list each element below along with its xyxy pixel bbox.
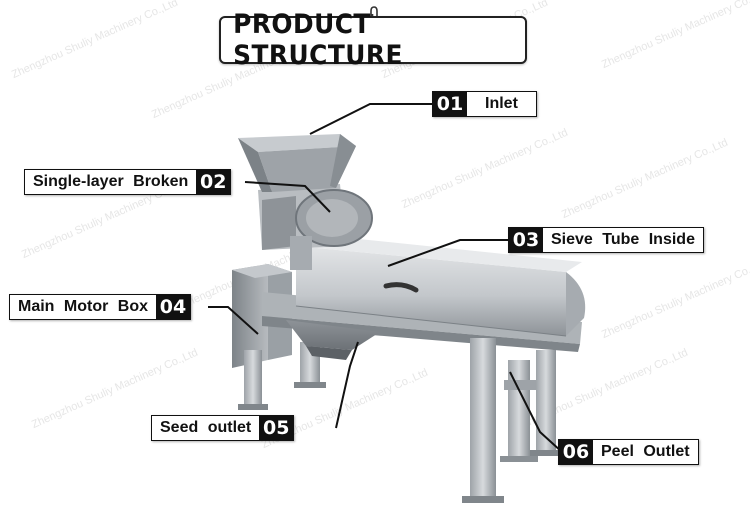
callout-label: Sieve Tube Inside <box>551 231 695 248</box>
callout-label: Main Motor Box <box>18 298 148 315</box>
leader-line-seed <box>335 341 359 429</box>
callout-seed-outlet: Seed outlet 05 <box>151 415 295 441</box>
inlet-hopper <box>238 134 356 192</box>
front-legs <box>462 338 562 503</box>
callout-inlet: 01 Inlet <box>432 91 537 117</box>
callout-number: 06 <box>559 440 593 464</box>
callout-number: 02 <box>196 170 231 194</box>
callout-number: 04 <box>156 295 190 319</box>
callout-label: Single-layer Broken <box>33 173 189 190</box>
callout-number: 01 <box>433 92 467 116</box>
seed-outlet-hopper <box>286 320 380 360</box>
callout-sieve-tube: 03 Sieve Tube Inside <box>508 227 704 253</box>
callout-single-layer-broken: Single-layer Broken 02 <box>24 169 232 195</box>
callout-peel-outlet: 06 Peel Outlet <box>558 439 699 465</box>
callout-label: Inlet <box>485 95 518 112</box>
callout-label: Peel Outlet <box>601 443 690 460</box>
crusher-housing <box>258 184 373 270</box>
callout-number: 03 <box>509 228 543 252</box>
callout-main-motor-box: Main Motor Box 04 <box>9 294 191 320</box>
rear-legs <box>500 360 538 462</box>
leader-lines <box>208 103 563 453</box>
leader-line-inlet <box>309 103 432 135</box>
leader-line-sieve <box>387 239 508 267</box>
page-title: PRODUCT STRUCTURE <box>233 9 403 71</box>
sieve-tube-drum <box>295 236 586 337</box>
callout-number: 05 <box>259 416 294 440</box>
leader-line-motor <box>208 306 259 335</box>
leader-line-peel <box>509 371 563 453</box>
callout-label: Seed outlet <box>160 419 252 436</box>
leader-line-broken <box>244 181 331 213</box>
title-box: PRODUCT STRUCTURE <box>219 9 527 71</box>
